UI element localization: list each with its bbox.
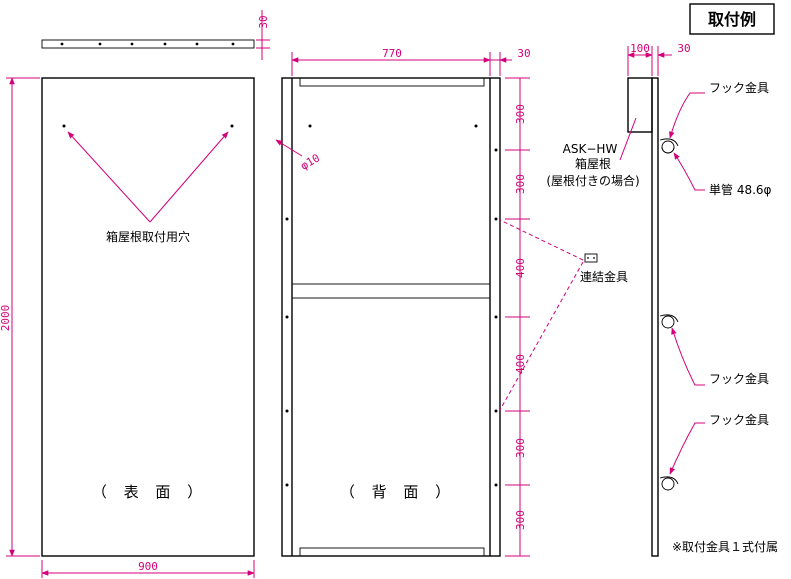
- hole-dia-label: φ10: [298, 151, 322, 172]
- top-rail: [299, 77, 485, 87]
- roof-box: [627, 77, 653, 133]
- hole-dia-leader: [275, 139, 303, 157]
- spacing-6: 300: [514, 510, 527, 530]
- spacing-5: 300: [514, 438, 527, 458]
- hook: [659, 476, 679, 491]
- connector-icon: [584, 253, 598, 263]
- roof-hole: [62, 124, 66, 128]
- hole-label: 箱屋根取付用穴: [106, 229, 190, 244]
- side-view: 100 30 ASK−HW 箱屋根 (屋根付きの場合) フック金具 単管 48.…: [546, 42, 778, 557]
- hook-label-1: フック金具: [709, 80, 769, 95]
- pipe-icon: [661, 315, 675, 329]
- spacing-1: 300: [514, 104, 527, 124]
- title-box: 取付例: [689, 3, 775, 35]
- title-text: 取付例: [708, 10, 756, 29]
- pipe-icon: [661, 477, 675, 491]
- front-board: [41, 77, 255, 557]
- height-dim: 2000: [0, 305, 12, 332]
- pipe-label: 単管 48.6φ: [709, 182, 772, 197]
- spacing-4: 400: [514, 354, 527, 374]
- spacing-3: 400: [514, 258, 527, 278]
- side-depth-dim: 100: [630, 42, 650, 55]
- roof-note: (屋根付きの場合): [546, 173, 639, 188]
- back-label: （ 背 面 ）: [340, 483, 456, 501]
- side-thick-dim: 30: [677, 42, 690, 55]
- middle-rail: [291, 283, 491, 299]
- frame-dim: 30: [517, 47, 530, 60]
- hook: [659, 138, 679, 154]
- bottom-rail: [299, 547, 485, 557]
- back-panel: 770 30 30 φ10 （ 背 面 ）: [275, 47, 628, 557]
- roof-name: 箱屋根: [575, 156, 611, 171]
- accessory-note: ※取付金具１式付属: [672, 539, 778, 554]
- board-side: [651, 77, 659, 557]
- connector-label: 連結金具: [580, 269, 628, 284]
- roof-model: ASK−HW: [563, 142, 618, 156]
- roof-hole: [230, 124, 234, 128]
- hook: [659, 314, 679, 329]
- front-panel: 30 箱屋根取付用穴 （ 表 面 ） 2000 900: [0, 10, 270, 578]
- hook-label-3: フック金具: [709, 412, 769, 427]
- front-label: （ 表 面 ）: [92, 483, 208, 501]
- thickness-dim: 30: [257, 15, 270, 28]
- front-top-edge: [41, 39, 255, 49]
- width-dim: 900: [138, 560, 158, 573]
- spacing-2: 300: [514, 174, 527, 194]
- hook-label-2: フック金具: [709, 371, 769, 386]
- inner-width-dim: 770: [382, 47, 402, 60]
